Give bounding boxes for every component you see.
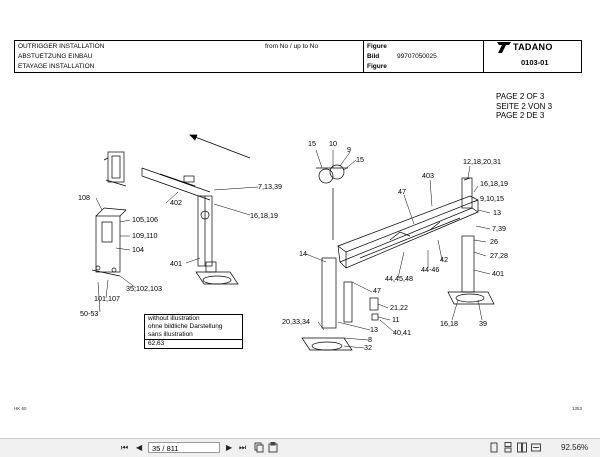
page-indicator: PAGE 2 OF 3 SEITE 2 VON 3 PAGE 2 DE 3 <box>496 92 552 121</box>
footer-model: HK 60 <box>14 406 27 411</box>
small-part-11 <box>371 313 379 321</box>
single-page-view-icon[interactable] <box>489 442 499 453</box>
callout-401-right: 401 <box>492 269 504 278</box>
note-parts: 62,63 <box>145 339 242 348</box>
title-block: OUTRIGGER INSTALLATION ABSTUETZUNG EINBA… <box>14 40 582 73</box>
callout-47-bottom: 47 <box>373 286 381 295</box>
callout-13-bottom: 13 <box>370 325 378 334</box>
figure-number: 0103-01 <box>521 58 549 67</box>
zoom-level[interactable]: 92.56% <box>561 443 589 452</box>
left-outrigger-beam <box>141 167 211 201</box>
callout-16-18-19-right: 16,18,19 <box>480 179 508 188</box>
callout-13-right: 13 <box>493 208 501 217</box>
callout-108: 108 <box>78 193 90 202</box>
previous-page-button[interactable]: ◀ <box>136 443 143 452</box>
outrigger-drawing <box>91 134 495 351</box>
brand-name: TADANO <box>513 42 553 52</box>
page-indicator-fr: PAGE 2 DE 3 <box>496 111 545 120</box>
callout-9: 9 <box>347 145 351 154</box>
callout-9-10-15: 9,10,15 <box>480 194 504 203</box>
callout-26: 26 <box>490 237 498 246</box>
title-en: OUTRIGGER INSTALLATION <box>18 43 105 50</box>
document-page: OUTRIGGER INSTALLATION ABSTUETZUNG EINBA… <box>14 40 583 411</box>
callout-8: 8 <box>368 335 372 344</box>
title-cell: OUTRIGGER INSTALLATION ABSTUETZUNG EINBA… <box>15 41 364 72</box>
callout-39: 39 <box>479 319 487 328</box>
bild-value: 99707050025 <box>397 53 437 60</box>
copy-icon[interactable] <box>254 442 264 453</box>
callout-109-110: 109,110 <box>132 231 158 240</box>
callout-15-right: 15 <box>356 155 364 164</box>
callout-402: 402 <box>170 198 182 207</box>
callout-16-18: 16,18 <box>440 319 458 328</box>
last-page-button[interactable]: ⏭ <box>239 443 247 452</box>
small-part-21-22 <box>369 297 379 311</box>
note-box: without illustration ohne bildliche Dars… <box>144 314 243 349</box>
left-jack-cylinder <box>195 195 239 285</box>
continuous-view-icon[interactable] <box>503 442 513 453</box>
page-indicator-de: SEITE 2 VON 3 <box>496 101 553 111</box>
callout-104: 104 <box>132 245 144 254</box>
title-de: ABSTUETZUNG EINBAU <box>18 53 93 60</box>
bracket-top-left <box>103 151 127 187</box>
page-indicator-en: PAGE 2 OF 3 <box>496 92 545 101</box>
brand-cell: TADANO 0103-01 <box>483 41 581 72</box>
callout-42: 42 <box>440 255 448 264</box>
callout-105-106: 105,106 <box>132 215 158 224</box>
callout-101-107: 101,107 <box>94 294 120 303</box>
callout-21-22: 21,22 <box>390 303 408 312</box>
callout-20-33-34: 20,33,34 <box>282 317 310 326</box>
callout-11: 11 <box>392 315 400 324</box>
callout-12-18-20-31: 12,18,20,31 <box>463 157 501 166</box>
callout-40-41: 40,41 <box>393 328 411 337</box>
next-page-button[interactable]: ▶ <box>226 443 233 452</box>
title-fr: ETAYAGE INSTALLATION <box>18 63 95 70</box>
callout-7-13-39: 7,13,39 <box>258 182 282 191</box>
note-line-fr: sans illustration <box>148 331 193 338</box>
right-cylinder <box>301 257 353 351</box>
footer-number: 1353 <box>572 406 583 411</box>
figure-cell: Figure Bild 99707050025 Figure <box>363 41 484 72</box>
callout-403: 403 <box>422 171 434 180</box>
first-page-button[interactable]: ⏮ <box>121 443 129 452</box>
pin-assembly <box>316 164 348 184</box>
callout-401-left: 401 <box>170 259 182 268</box>
bracket-bottom-left <box>91 207 127 277</box>
bild-label: Bild <box>367 53 380 60</box>
page-number-input[interactable]: 35 / 811 <box>148 442 220 453</box>
tadano-logo-icon <box>497 42 511 53</box>
paste-icon[interactable] <box>268 442 278 453</box>
callout-14: 14 <box>299 249 307 258</box>
far-right-cylinder <box>447 235 495 305</box>
callout-44-45-48: 44,45,48 <box>385 274 413 283</box>
callout-50-53: 50-53 <box>80 309 99 318</box>
right-outrigger-box <box>337 177 479 269</box>
from-to: from No / up to No <box>265 43 319 50</box>
callout-35-102-103: 35,102,103 <box>126 284 162 293</box>
callout-16-18-19-left: 16,18,19 <box>250 211 278 220</box>
figure-label: Figure <box>367 43 387 50</box>
callout-27-28: 27,28 <box>490 251 508 260</box>
note-line-de: ohne bildliche Darstellung <box>148 323 223 330</box>
note-line-en: without illustration <box>148 315 200 322</box>
callout-15-top: 15 <box>308 139 316 148</box>
figure-label-fr: Figure <box>367 63 387 70</box>
callout-44-46: 44-46 <box>421 265 440 274</box>
callout-7-39: 7,39 <box>492 224 506 233</box>
two-page-view-icon[interactable] <box>517 442 527 453</box>
callout-10: 10 <box>329 139 337 148</box>
callout-32: 32 <box>364 343 372 352</box>
callout-47-top: 47 <box>398 187 406 196</box>
fit-width-icon[interactable] <box>531 442 541 453</box>
viewer-toolbar: ⏮ ◀ 35 / 811 ▶ ⏭ 92.56% <box>0 438 600 457</box>
